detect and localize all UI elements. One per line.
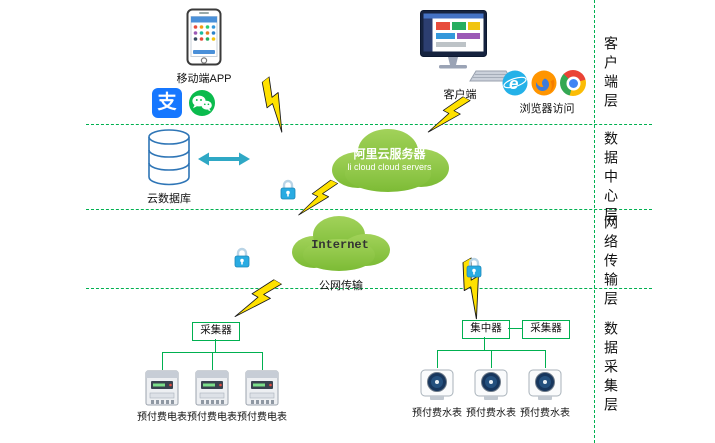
water-meter-label-3: 预付费水表 — [520, 408, 570, 419]
lightning-bolt-mobile-cloud — [246, 74, 308, 140]
ali-cloud-server-node: 阿里云服务器 li cloud cloud servers — [322, 118, 457, 196]
internet-cloud-shape — [292, 216, 390, 271]
layer-label-data-center: 数据中心层 — [603, 131, 619, 226]
concentrator-collector-link — [508, 328, 522, 329]
water-drop-line-1 — [437, 350, 438, 368]
chrome-browser-icon — [560, 70, 586, 96]
electric-meter-label-1: 预付费电表 — [137, 412, 187, 423]
lightning-bolt-internet-collector — [228, 269, 286, 335]
internet-label: Internet — [311, 238, 369, 252]
ie-glyph: e — [509, 74, 518, 93]
ali-cloud-title: 阿里云服务器 — [353, 147, 426, 161]
alipay-glyph: 支 — [157, 92, 177, 113]
mobile-app-label: 移动端APP — [176, 73, 232, 85]
ali-cloud-subtitle: li cloud cloud servers — [347, 162, 432, 172]
concentrator-trunk-line — [484, 337, 485, 350]
layer-divider-vertical — [594, 0, 595, 443]
layer-label-network: 网络传输层 — [603, 215, 619, 310]
layer-label-client: 客户端层 — [603, 36, 619, 112]
water-meter-icon-1 — [418, 368, 456, 407]
electric-meter-icon-2 — [194, 370, 230, 411]
public-transmission-label: 公网传输 — [319, 280, 363, 292]
collector-trunk-line — [215, 339, 216, 352]
water-meter-label-1: 预付费水表 — [412, 408, 462, 419]
wechat-icon — [188, 89, 216, 122]
collector-right-box: 采集器 — [522, 320, 570, 339]
layer-divider-1 — [86, 124, 652, 125]
water-drop-line-2 — [491, 350, 492, 368]
electric-meter-label-3: 预付费电表 — [237, 412, 287, 423]
ali-cloud-shape — [332, 129, 449, 192]
internet-cloud-node: Internet — [284, 208, 396, 276]
water-meter-icon-2 — [472, 368, 510, 407]
electric-drop-line-2 — [212, 352, 213, 370]
water-meter-icon-3 — [526, 368, 564, 407]
security-lock-icon-2 — [232, 246, 252, 275]
lightning-bolt-alicloud-internet — [292, 172, 341, 231]
firefox-browser-icon — [531, 70, 557, 101]
browser-access-label: 浏览器访问 — [519, 103, 575, 115]
security-lock-icon-1 — [278, 178, 298, 207]
mobile-phone-icon — [186, 8, 222, 71]
collector-left-box: 采集器 — [192, 322, 240, 341]
concentrator-box: 集中器 — [462, 320, 510, 339]
chrome-icon-center — [568, 78, 578, 88]
electric-drop-line-1 — [162, 352, 163, 370]
electric-meter-icon-3 — [244, 370, 280, 411]
cloud-database-icon — [146, 128, 192, 191]
client-label: 客户端 — [443, 89, 477, 101]
alipay-icon: 支 — [152, 88, 182, 118]
layer-divider-2 — [86, 209, 652, 210]
cloud-db-label: 云数据库 — [147, 193, 191, 205]
desktop-computer-icon — [420, 10, 513, 89]
sync-double-arrow-icon — [198, 150, 250, 173]
layer-label-collection: 数据采集层 — [603, 321, 619, 416]
water-meter-label-2: 预付费水表 — [466, 408, 516, 419]
electric-meter-icon-1 — [144, 370, 180, 411]
lightning-bolt-client-cloud — [421, 88, 474, 150]
water-drop-line-3 — [545, 350, 546, 368]
electric-drop-line-3 — [262, 352, 263, 370]
ie-browser-icon: e — [502, 70, 528, 101]
electric-meter-label-2: 预付费电表 — [187, 412, 237, 423]
security-lock-icon-3 — [464, 256, 484, 285]
layer-divider-3 — [86, 288, 652, 289]
